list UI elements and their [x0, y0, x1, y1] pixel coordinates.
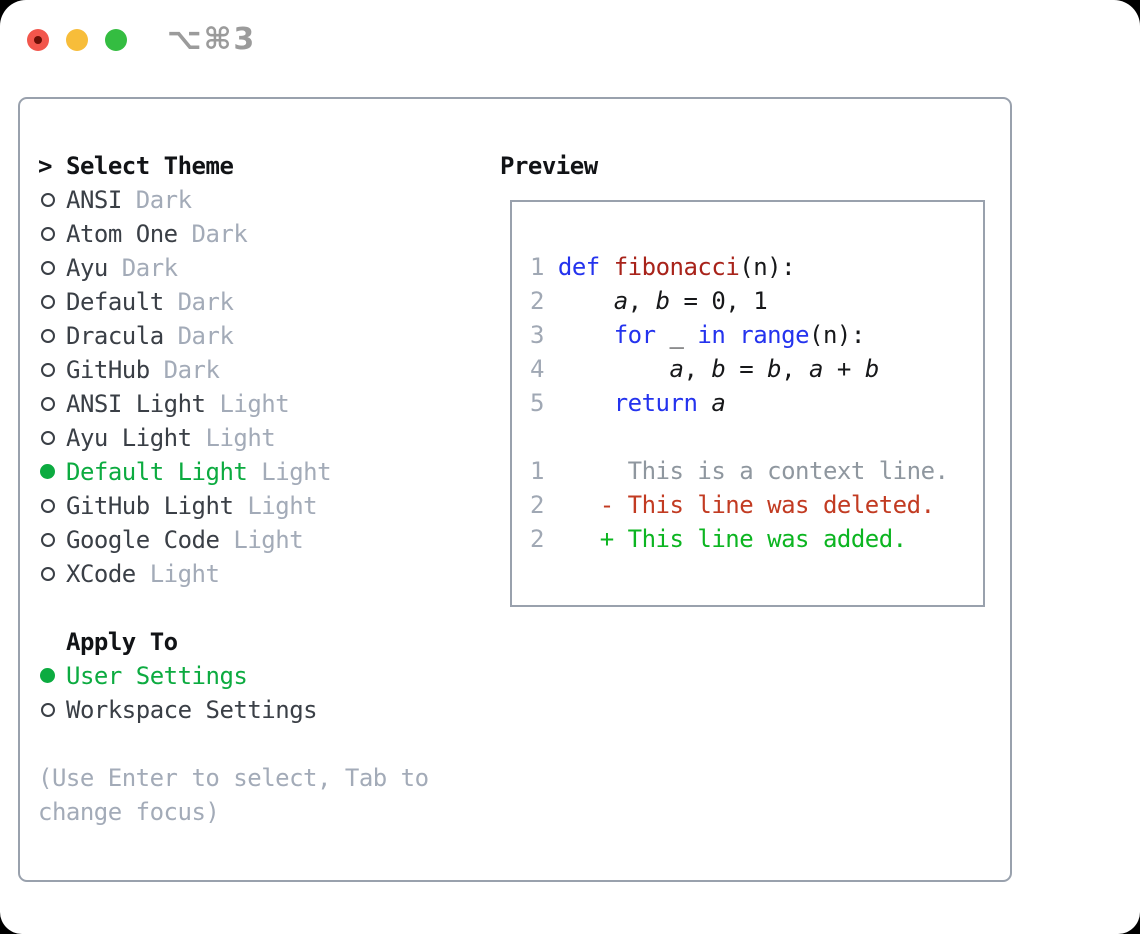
titlebar: ⌥⌘3	[27, 22, 256, 57]
theme-variant: Dark	[149, 356, 220, 384]
theme-item-google-code[interactable]: Google Code Light	[38, 523, 429, 557]
apply-to-title: Apply To	[66, 628, 178, 656]
theme-name: Dracula	[66, 322, 164, 350]
theme-item-ansi-light[interactable]: ANSI Light Light	[38, 387, 429, 421]
theme-variant: Light	[205, 390, 290, 418]
theme-item-xcode[interactable]: XCode Light	[38, 557, 429, 591]
theme-item-github[interactable]: GitHub Dark	[38, 353, 429, 387]
preview-line-2: 2 a, b = 0, 1	[530, 287, 768, 315]
radio-unselected-icon	[41, 261, 55, 275]
preview-line-1: 1 def fibonacci(n):	[530, 253, 796, 281]
theme-name: Default	[66, 288, 164, 316]
keyboard-hint-line-1: (Use Enter to select, Tab to	[38, 764, 429, 792]
radio-unselected-icon	[41, 499, 55, 513]
radio-unselected-icon	[41, 397, 55, 411]
theme-item-ayu[interactable]: Ayu Dark	[38, 251, 429, 285]
theme-name: GitHub Light	[66, 492, 234, 520]
zoom-button[interactable]	[105, 28, 127, 51]
radio-unselected-icon	[41, 363, 55, 377]
theme-selector-title: > Select Theme	[38, 149, 429, 183]
theme-name: Atom One	[66, 220, 178, 248]
theme-item-atom-one[interactable]: Atom One Dark	[38, 217, 429, 251]
theme-item-default-light[interactable]: Default Light Light	[38, 455, 429, 489]
theme-variant: Light	[247, 458, 332, 486]
radio-unselected-icon	[41, 431, 55, 445]
theme-variant: Light	[233, 492, 318, 520]
theme-item-ayu-light[interactable]: Ayu Light Light	[38, 421, 429, 455]
radio-selected-icon	[40, 668, 55, 683]
preview-box: 1 def fibonacci(n): 2 a, b = 0, 1 3 for _ …	[510, 200, 985, 607]
radio-unselected-icon	[41, 533, 55, 547]
theme-variant: Dark	[121, 186, 192, 214]
tab-shortcut-label: ⌥⌘3	[167, 22, 257, 57]
theme-name: Ayu Light	[66, 424, 192, 452]
preview-line-5: 5 return a	[530, 389, 726, 417]
preview-line-6	[530, 420, 983, 454]
radio-unselected-icon	[41, 329, 55, 343]
radio-selected-icon	[40, 464, 55, 479]
preview-line-4: 4 a, b = b, a + b	[530, 355, 879, 383]
theme-variant: Dark	[163, 322, 234, 350]
theme-item-dracula[interactable]: Dracula Dark	[38, 319, 429, 353]
radio-unselected-icon	[41, 193, 55, 207]
apply-option-user-settings[interactable]: User Settings	[38, 659, 429, 693]
preview-title: Preview	[500, 152, 598, 180]
theme-variant: Light	[219, 526, 304, 554]
preview-line-3: 3 for _ in range(n):	[530, 321, 865, 349]
preview-line-7: 1 This is a context line.	[530, 457, 949, 485]
theme-variant: Dark	[107, 254, 178, 282]
apply-option-workspace-settings[interactable]: Workspace Settings	[38, 693, 429, 727]
theme-variant: Light	[191, 424, 276, 452]
theme-selector-title-text: Select Theme	[66, 152, 234, 180]
theme-name: ANSI	[66, 186, 122, 214]
theme-name: GitHub	[66, 356, 150, 384]
radio-unselected-icon	[41, 703, 55, 717]
minimize-button[interactable]	[66, 28, 88, 51]
theme-name: Google Code	[66, 526, 220, 554]
theme-variant: Light	[135, 560, 220, 588]
focus-caret-icon: >	[38, 152, 52, 180]
theme-variant: Dark	[163, 288, 234, 316]
theme-item-ansi[interactable]: ANSI Dark	[38, 183, 429, 217]
radio-unselected-icon	[41, 567, 55, 581]
radio-unselected-icon	[41, 227, 55, 241]
close-dot-icon	[34, 35, 42, 44]
preview-line-8: 2 - This line was deleted.	[530, 491, 935, 519]
theme-name: ANSI Light	[66, 390, 206, 418]
theme-variant: Dark	[177, 220, 248, 248]
spacer	[38, 727, 429, 761]
radio-unselected-icon	[41, 295, 55, 309]
theme-item-github-light[interactable]: GitHub Light Light	[38, 489, 429, 523]
preview-code: 1 def fibonacci(n): 2 a, b = 0, 1 3 for _ …	[512, 202, 983, 556]
spacer	[38, 591, 429, 625]
keyboard-hint-line-2: change focus)	[38, 798, 220, 826]
theme-name: Default Light	[66, 458, 248, 486]
close-button[interactable]	[27, 28, 49, 51]
theme-name: XCode	[66, 560, 136, 588]
apply-option-label: User Settings	[66, 662, 248, 690]
preview-line-9: 2 + This line was added.	[530, 525, 907, 553]
theme-name: Ayu	[66, 254, 108, 282]
theme-item-default[interactable]: Default Dark	[38, 285, 429, 319]
apply-option-label: Workspace Settings	[66, 696, 318, 724]
